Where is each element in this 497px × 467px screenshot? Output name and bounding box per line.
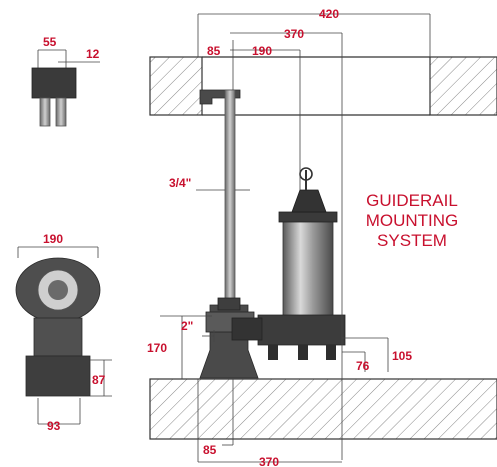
diagram-title: GUIDERAIL MOUNTING SYSTEM bbox=[366, 191, 459, 250]
dim-top-85: 85 bbox=[207, 44, 221, 58]
dim-top-370: 370 bbox=[284, 27, 304, 41]
title-line-1: GUIDERAIL bbox=[366, 191, 458, 210]
pump-discharge bbox=[231, 317, 263, 341]
title-line-2: MOUNTING bbox=[366, 211, 459, 230]
top-dimensions bbox=[196, 13, 431, 460]
pump-volute bbox=[257, 314, 346, 346]
dim-bracket-55: 55 bbox=[43, 35, 57, 49]
bracket-detail bbox=[31, 49, 100, 127]
pump bbox=[231, 167, 346, 360]
dim-outlet: 2" bbox=[181, 319, 193, 333]
floor-slab bbox=[149, 378, 497, 440]
base-flange bbox=[217, 297, 241, 311]
top-slab-right bbox=[429, 56, 497, 116]
dimension-labels: 420 370 190 85 3/4" 2" 170 76 105 85 370… bbox=[43, 7, 412, 467]
top-slab-left bbox=[149, 56, 203, 116]
bottom-dimensions bbox=[160, 315, 389, 463]
dim-top-190: 190 bbox=[252, 44, 272, 58]
dim-top-width: 420 bbox=[319, 7, 339, 21]
dim-bottom-85: 85 bbox=[203, 443, 217, 457]
foot-detail bbox=[15, 246, 112, 425]
top-slab bbox=[149, 56, 497, 116]
dim-base-76: 76 bbox=[356, 359, 370, 373]
floor-slab-rect bbox=[149, 378, 497, 440]
dim-base-170: 170 bbox=[147, 341, 167, 355]
dim-pipe: 3/4" bbox=[169, 176, 191, 190]
dim-foot-93: 93 bbox=[47, 419, 61, 433]
dim-bracket-12: 12 bbox=[86, 47, 100, 61]
pump-handle bbox=[291, 189, 327, 213]
guide-pipe bbox=[224, 89, 236, 306]
dim-foot-190: 190 bbox=[43, 232, 63, 246]
dim-base-105: 105 bbox=[392, 349, 412, 363]
title-line-3: SYSTEM bbox=[377, 231, 447, 250]
dim-foot-87: 87 bbox=[92, 373, 106, 387]
guide-rail bbox=[199, 89, 241, 306]
pump-cap bbox=[278, 211, 338, 223]
pump-motor-housing bbox=[282, 217, 334, 317]
dim-bottom-370: 370 bbox=[259, 455, 279, 467]
